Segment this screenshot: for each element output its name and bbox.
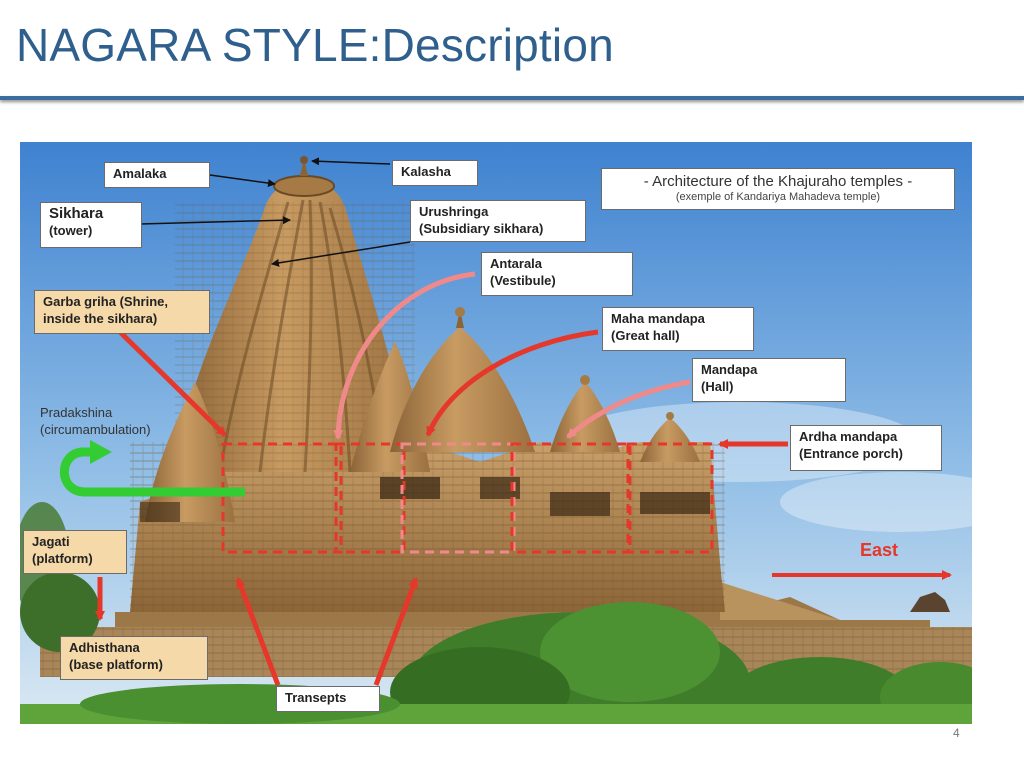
title-divider (0, 96, 1024, 100)
balcony-window (380, 477, 440, 499)
tree (20, 572, 100, 652)
arrow-mandapa (566, 379, 691, 439)
kalasha-finial (300, 158, 308, 176)
maha-mandapa-finial-top (455, 307, 465, 317)
label-kalasha: Kalasha (392, 160, 478, 186)
balcony-window (550, 492, 610, 516)
label-antarala: Antarala (Vestibule) (481, 252, 633, 296)
label-garba-griha: Garba griha (Shrine, inside the sikhara) (34, 290, 210, 334)
label-ardha-mandapa: Ardha mandapa (Entrance porch) (790, 425, 942, 471)
balcony-window (140, 502, 180, 522)
label-east: East (860, 540, 899, 560)
ardha-mandapa-dome (640, 418, 700, 462)
amalaka-stone (273, 175, 335, 197)
bush (540, 602, 720, 702)
slide-title: NAGARA STYLE:Description (16, 19, 614, 71)
mandapa-finial (580, 375, 590, 385)
arrow-transepts-right (373, 577, 419, 686)
zone-mandapa (510, 442, 632, 554)
zone-maha-mandapa (400, 442, 516, 554)
entrance-steps (720, 582, 840, 620)
arrow-maha-mandapa (425, 329, 599, 437)
pointer-kalasha (311, 157, 391, 166)
arrow-garba-griha (116, 328, 227, 437)
label-amalaka: Amalaka (104, 162, 210, 188)
architecture-title: - Architecture of the Khajuraho temples … (643, 173, 913, 190)
horse-statue (910, 592, 950, 612)
subsidiary-sikhara (145, 382, 235, 522)
label-maha-mandapa: Maha mandapa (Great hall) (602, 307, 754, 351)
label-transepts: Transepts (276, 686, 380, 712)
pointer-urushringa (271, 241, 411, 267)
temple-diagram: - Architecture of the Khajuraho temples … (20, 142, 972, 724)
label-pradakshina: Pradakshina (circumambulation) (40, 405, 151, 437)
architecture-subtitle: (exemple of Kandariya Mahadeva temple) (675, 191, 881, 203)
zone-antarala (334, 442, 406, 554)
label-sikhara: Sikhara (tower) (40, 202, 142, 248)
architecture-title-box: - Architecture of the Khajuraho temples … (601, 168, 955, 210)
balcony-window (480, 477, 520, 499)
circumambulation-arrow (59, 447, 245, 497)
arrow-transepts-left (235, 577, 281, 686)
page-number: 4 (953, 726, 960, 740)
pointer-sikhara (139, 216, 291, 225)
arrow-antarala (333, 271, 476, 440)
cloud (780, 472, 972, 532)
pointer-amalaka (209, 174, 276, 188)
zone-garba-griha (221, 442, 343, 554)
circumambulation-arrowhead (90, 440, 112, 464)
label-jagati: Jagati (platform) (23, 530, 127, 574)
ardha-mandapa-finial (666, 412, 674, 420)
label-adhisthana: Adhisthana (base platform) (60, 636, 208, 680)
label-urushringa: Urushringa (Subsidiary sikhara) (410, 200, 586, 242)
balcony-window (640, 492, 710, 514)
label-mandapa: Mandapa (Hall) (692, 358, 846, 402)
kalasha-top (300, 156, 308, 164)
maha-mandapa-finial (456, 310, 464, 328)
zone-ardha-mandapa (626, 442, 714, 554)
